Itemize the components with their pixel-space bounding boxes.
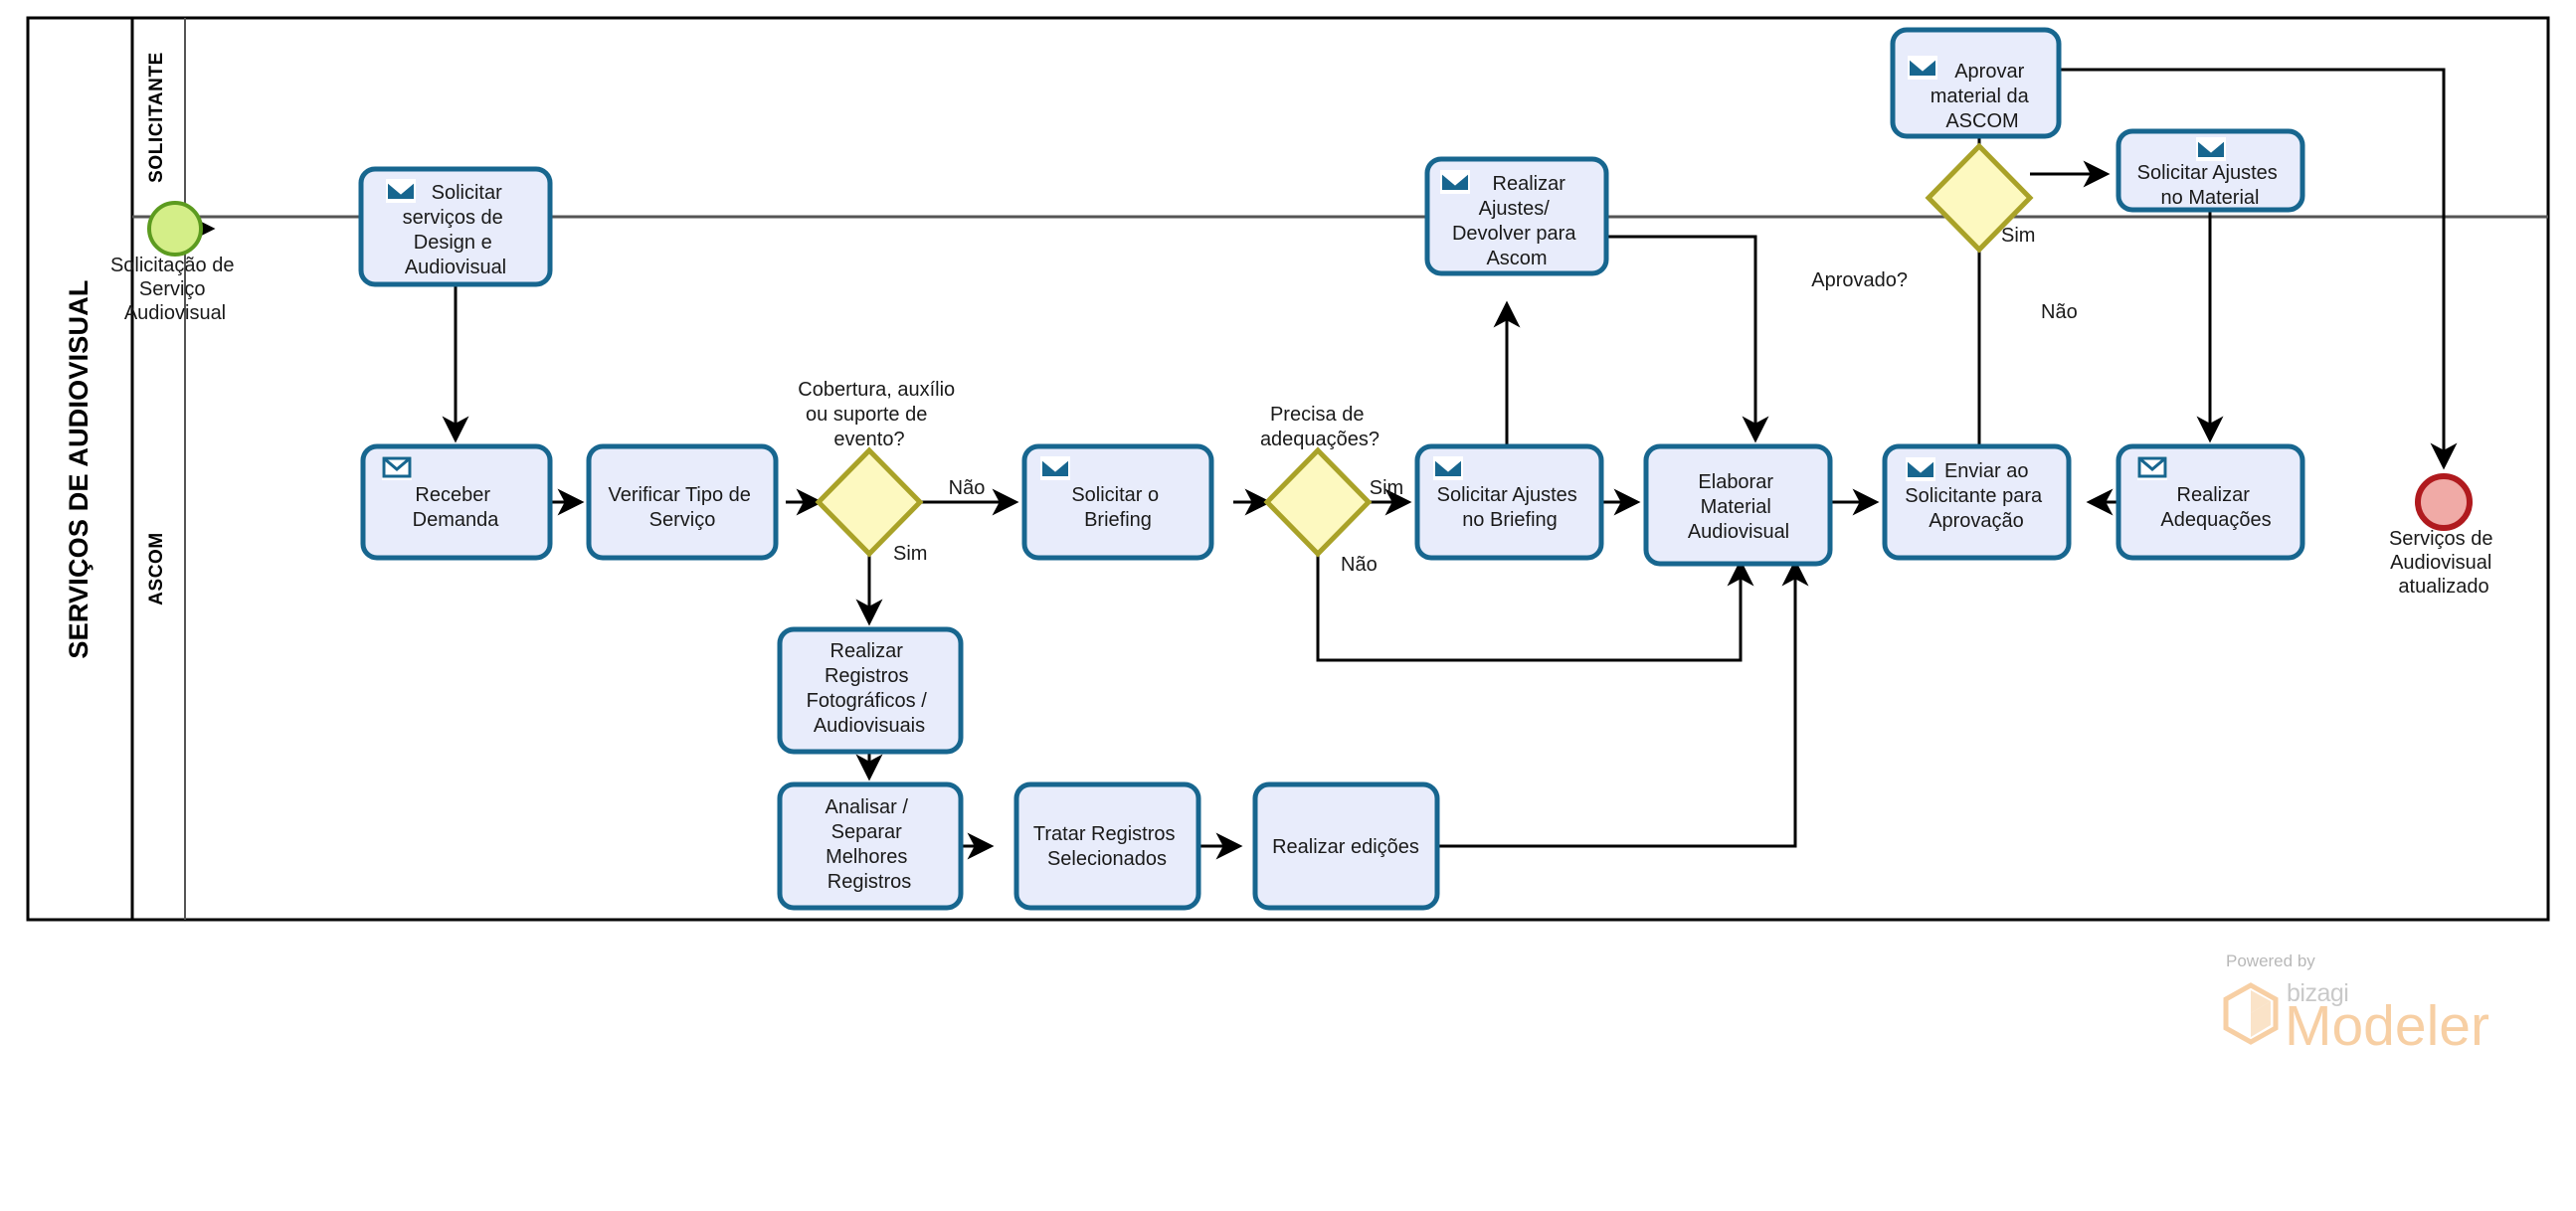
task-receber-demanda[interactable]: Receber Demanda	[360, 443, 553, 561]
task-box[interactable]	[777, 781, 964, 911]
gateway-cobertura[interactable]: Cobertura, auxílio ou suporte de evento?	[798, 379, 960, 558]
task-aprovar-material[interactable]: Aprovar material da ASCOM	[1890, 27, 2062, 139]
end-event-label: Serviços de Audiovisual atualizado	[2389, 528, 2498, 598]
task-box[interactable]	[1021, 443, 1214, 561]
task-label: Solicitar serviços de Design e Audiovisu…	[403, 182, 509, 278]
task-label: Receber Demanda	[413, 484, 500, 531]
task-label: Realizar Registros Fotográficos / Audiov…	[807, 640, 933, 737]
envelope-filled-icon	[1440, 170, 1470, 194]
envelope-filled-icon	[1908, 56, 1937, 80]
task-box[interactable]	[586, 443, 779, 561]
task-solicitar-servicos[interactable]: Solicitar serviços de Design e Audiovisu…	[358, 166, 553, 287]
gateway-diamond[interactable]	[1263, 446, 1373, 558]
gateway-diamond[interactable]	[1925, 142, 2034, 254]
task-label: Aprovar material da ASCOM	[1931, 61, 2035, 132]
gateway-diamond[interactable]	[815, 446, 924, 558]
gateway-label: Aprovado?	[1811, 269, 1908, 291]
envelope-filled-icon	[1906, 457, 1935, 481]
start-event-label: Solicitação de Serviço Audiovisual	[110, 255, 240, 324]
pool-border	[26, 16, 2550, 922]
envelope-filled-icon	[1433, 456, 1463, 480]
task-analisar-separar[interactable]: Analisar / Separar Melhores Registros	[777, 781, 964, 911]
task-label: Solicitar Ajustes no Material	[2137, 162, 2284, 209]
pool-title: SERVIÇOS DE AUDIOVISUAL	[64, 279, 93, 658]
task-tratar-registros[interactable]: Tratar Registros Selecionados	[1013, 781, 1201, 911]
task-enviar-solicitante-aprovacao[interactable]: Enviar ao Solicitante para Aprovação	[1882, 443, 2072, 561]
task-realizar-edicoes[interactable]: Realizar edições	[1252, 781, 1440, 911]
task-solicitar-ajustes-briefing[interactable]: Solicitar Ajustes no Briefing	[1414, 443, 1604, 561]
task-verificar-tipo-servico[interactable]: Verificar Tipo de Serviço	[586, 443, 779, 561]
task-label: Realizar Ajustes/ Devolver para Ascom	[1452, 173, 1581, 269]
envelope-filled-icon	[2196, 137, 2226, 161]
envelope-open-icon	[382, 456, 412, 480]
task-box[interactable]	[2116, 128, 2305, 213]
task-label: Solicitar o Briefing	[1071, 484, 1164, 531]
gateway-label: Precisa de adequações?	[1260, 404, 1380, 450]
envelope-open-icon	[2137, 456, 2167, 480]
flow-gw2-nao-to-elaborar	[1316, 554, 1754, 662]
task-solicitar-briefing[interactable]: Solicitar o Briefing	[1021, 443, 1214, 561]
task-box[interactable]	[1013, 781, 1201, 911]
task-label: Analisar / Separar Melhores Registros	[826, 796, 914, 893]
flow-label-cobertura-nao: Não	[949, 477, 986, 499]
event-start-solicitacao[interactable]: Solicitação de Serviço Audiovisual	[110, 201, 240, 324]
flow-label-adequacoes-nao: Não	[1341, 554, 1378, 576]
flow-label-cobertura-sim: Sim	[893, 543, 927, 565]
task-box[interactable]	[1414, 443, 1604, 561]
task-label: Verificar Tipo de Serviço	[609, 484, 757, 531]
task-label: Realizar Adequações	[2160, 484, 2271, 531]
task-box[interactable]	[1252, 781, 1440, 911]
task-realizar-ajustes-devolver[interactable]: Realizar Ajustes/ Devolver para Ascom	[1424, 156, 1609, 276]
envelope-filled-icon	[1040, 456, 1070, 480]
flow-label-aprovado-nao: Não	[2041, 301, 2078, 323]
task-box[interactable]	[1424, 156, 1609, 276]
task-box[interactable]	[1643, 443, 1833, 567]
flow-edicoes-to-elaborar	[1437, 559, 1809, 848]
envelope-filled-icon	[386, 179, 416, 203]
task-solicitar-ajustes-material[interactable]: Solicitar Ajustes no Material	[2116, 128, 2305, 213]
event-end-servicos-atualizado[interactable]: Serviços de Audiovisual atualizado	[2389, 473, 2498, 598]
task-label: Elaborar Material Audiovisual	[1688, 471, 1789, 543]
pool-container: SERVIÇOS DE AUDIOVISUAL SOLICITANTE ASCO…	[26, 16, 2550, 922]
task-label: Tratar Registros Selecionados	[1033, 823, 1181, 870]
flow-devolver-to-elaborar	[1601, 235, 1769, 443]
task-box[interactable]	[777, 626, 964, 755]
start-event-circle[interactable]	[147, 201, 203, 257]
task-realizar-registros[interactable]: Realizar Registros Fotográficos / Audiov…	[777, 626, 964, 755]
lane-label-ascom: ASCOM	[146, 532, 167, 606]
gateway-label: Cobertura, auxílio ou suporte de evento?	[798, 379, 960, 450]
task-elaborar-material[interactable]: Elaborar Material Audiovisual	[1643, 443, 1833, 567]
task-label: Realizar edições	[1272, 836, 1419, 858]
flow-labels: Não Sim Sim Não Sim Não	[893, 225, 2078, 576]
gateway-adequacoes[interactable]: Precisa de adequações?	[1260, 404, 1380, 558]
lane-label-solicitante: SOLICITANTE	[146, 52, 167, 183]
flow-label-adequacoes-sim: Sim	[1370, 477, 1403, 499]
flow-label-aprovado-sim: Sim	[2001, 225, 2035, 247]
gateway-aprovado[interactable]: Aprovado?	[1811, 142, 2034, 291]
task-label: Enviar ao Solicitante para Aprovação	[1905, 460, 2047, 532]
end-event-circle[interactable]	[2415, 473, 2473, 531]
flow-aprovar-to-end	[2059, 68, 2458, 470]
task-label: Solicitar Ajustes no Briefing	[1437, 484, 1583, 531]
task-realizar-adequacoes[interactable]: Realizar Adequações	[2116, 443, 2305, 561]
